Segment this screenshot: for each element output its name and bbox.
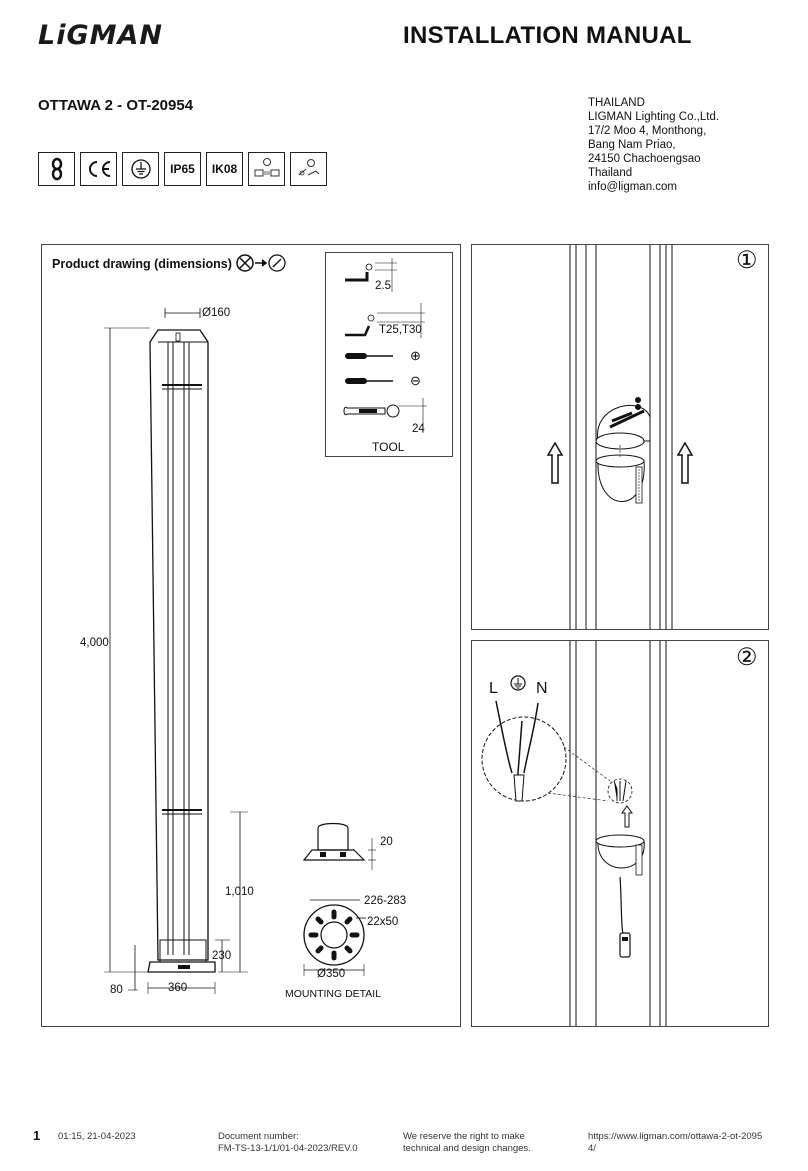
tools-drawing (343, 258, 427, 433)
dim-total-height: 4,000 (80, 637, 109, 649)
tool-wrench-size: 24 (412, 423, 425, 435)
wire-neutral-label: N (536, 680, 548, 697)
phillips-icon: ⊕ (410, 348, 421, 363)
document-label: Document number: (218, 1131, 299, 1142)
drawing-title: Product drawing (dimensions) (52, 257, 232, 271)
tool-box (325, 252, 453, 457)
dim-plate-thickness: 20 (380, 836, 393, 848)
flat-screwdriver-icon: ⊖ (410, 373, 421, 388)
address-line: LIGMAN Lighting Co.,Ltd. (588, 111, 720, 123)
dim-base-offset: 80 (110, 984, 123, 996)
step-1-number: ① (736, 247, 758, 274)
light-source-replaceable-icon (290, 152, 327, 186)
footer-reserve-note: We reserve the right to make technical a… (403, 1131, 531, 1155)
product-title: OTTAWA 2 - OT-20954 (38, 97, 194, 114)
reserve-line-1: We reserve the right to make (403, 1131, 525, 1142)
url-line-1[interactable]: https://www.ligman.com/ottawa-2-ot-2095 (588, 1131, 763, 1142)
tools-needed-icon (234, 252, 290, 279)
dim-slot-size: 22x50 (367, 916, 399, 928)
company-address: THAILAND LIGMAN Lighting Co.,Ltd. 17/2 M… (588, 96, 719, 194)
wire-live-label: L (489, 680, 498, 697)
document-number: FM-TS-13-1/1/01-04-2023/REV.0 (218, 1143, 358, 1154)
dim-base-height: 230 (212, 950, 232, 962)
footer-document: Document number: FM-TS-13-1/1/01-04-2023… (218, 1131, 358, 1155)
address-email: info@ligman.com (588, 181, 678, 193)
tool-hex-size: 2.5 (375, 280, 391, 292)
pole-dimension-drawing (104, 308, 248, 994)
dim-base-width: 360 (168, 982, 188, 994)
dim-lower-height: 1,010 (225, 886, 254, 898)
step-1-panel (471, 244, 769, 630)
product-drawing-panel (41, 244, 461, 1027)
tool-torx-size: T25,T30 (379, 324, 422, 336)
earth-class-icon (122, 152, 159, 186)
address-line: Thailand (588, 167, 633, 179)
step-1-illustration (546, 245, 694, 629)
driver-replaceable-icon (248, 152, 285, 186)
mounting-detail-drawing (302, 822, 376, 976)
certification-icons: IP65 IK08 (38, 152, 327, 186)
dim-bolt-span: 226-283 (364, 895, 407, 907)
reserve-line-2: technical and design changes. (403, 1143, 531, 1154)
ce-mark-icon (80, 152, 117, 186)
address-line: 17/2 Moo 4, Monthong, (588, 125, 707, 137)
address-line: Bang Nam Priao, (588, 139, 676, 151)
ligman-logo: LiGMAN (38, 20, 163, 51)
step-2-number: ② (736, 644, 758, 671)
footer-timestamp: 01:15, 21-04-2023 (58, 1131, 136, 1142)
manual-title: INSTALLATION MANUAL (403, 22, 692, 49)
ik-rating: IK08 (206, 152, 243, 186)
url-line-2[interactable]: 4/ (588, 1143, 596, 1154)
step-2-panel (471, 640, 769, 1027)
address-line: 24150 Chachoengsao (588, 153, 701, 165)
footer-url[interactable]: https://www.ligman.com/ottawa-2-ot-2095 … (588, 1131, 762, 1155)
dim-top-diameter: Ø160 (202, 307, 231, 319)
address-line: THAILAND (588, 97, 645, 109)
mounting-detail-label: MOUNTING DETAIL (285, 988, 382, 1000)
page-number: 1 (33, 1128, 41, 1143)
dim-plate-diameter: Ø350 (317, 968, 346, 980)
step-2-illustration (481, 641, 667, 1026)
tool-label: TOOL (372, 440, 405, 454)
ip-rating: IP65 (164, 152, 201, 186)
chain-icon (38, 152, 75, 186)
